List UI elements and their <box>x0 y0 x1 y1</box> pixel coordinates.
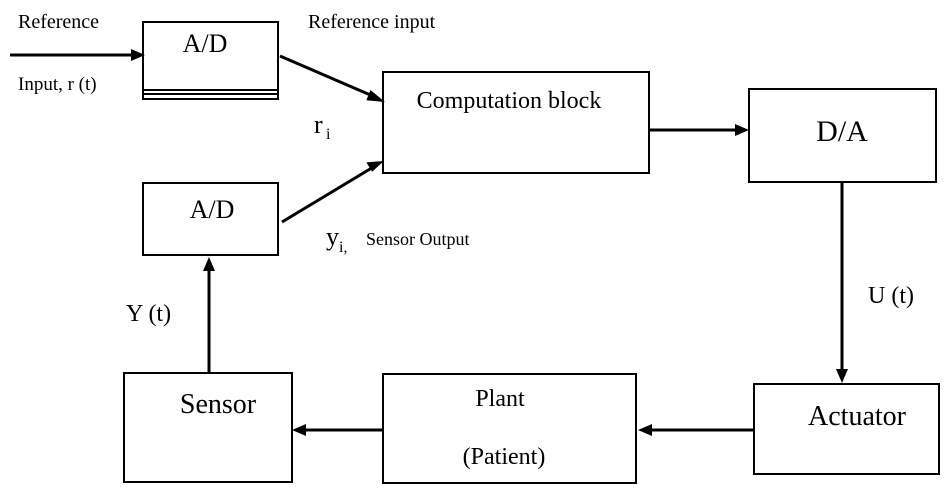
sensor-label: Sensor <box>180 389 257 420</box>
sensor-block: Sensor <box>123 372 293 483</box>
patient-label: (Patient) <box>463 444 546 470</box>
ad-sensor-label: A/D <box>190 195 235 224</box>
arrow-reference-to-ad <box>10 49 145 61</box>
da-label: D/A <box>816 115 868 148</box>
arrow-sensor-to-ad <box>203 257 215 372</box>
reference-label: Reference <box>18 11 99 33</box>
plant-block: Plant (Patient) <box>382 373 637 484</box>
plant-label: Plant <box>475 386 525 412</box>
ri-signal-label: r i <box>314 110 331 143</box>
actuator-label: Actuator <box>808 401 907 432</box>
sensor-output-label: Sensor Output <box>366 229 470 249</box>
actuator-block: Actuator <box>753 383 940 475</box>
yi-subscript: i, <box>339 239 347 256</box>
ad-sensor-block: A/D <box>142 182 279 256</box>
reference-input-label: Reference input <box>308 11 436 33</box>
arrow-actuator-to-plant <box>638 424 754 436</box>
ad-reference-label: A/D <box>183 29 228 58</box>
arrow-computation-to-da <box>650 124 749 136</box>
ri-main: r <box>314 110 323 139</box>
u-t-label: U (t) <box>868 283 914 309</box>
arrow-ad-sensor-to-computation <box>281 161 384 224</box>
arrow-da-to-actuator <box>836 183 848 383</box>
arrow-ad-reference-to-computation <box>279 54 385 102</box>
computation-block: Computation block <box>382 71 650 174</box>
yi-main: y <box>326 222 339 251</box>
y-t-label: Y (t) <box>126 301 171 327</box>
da-block: D/A <box>748 88 937 183</box>
arrow-plant-to-sensor <box>292 424 383 436</box>
yi-signal-label: y i, <box>326 222 347 256</box>
computation-label: Computation block <box>417 88 602 114</box>
ri-subscript: i <box>326 126 331 143</box>
reference-input-signal-label: Input, r (t) <box>18 74 97 95</box>
ad-reference-block: A/D <box>142 21 279 100</box>
